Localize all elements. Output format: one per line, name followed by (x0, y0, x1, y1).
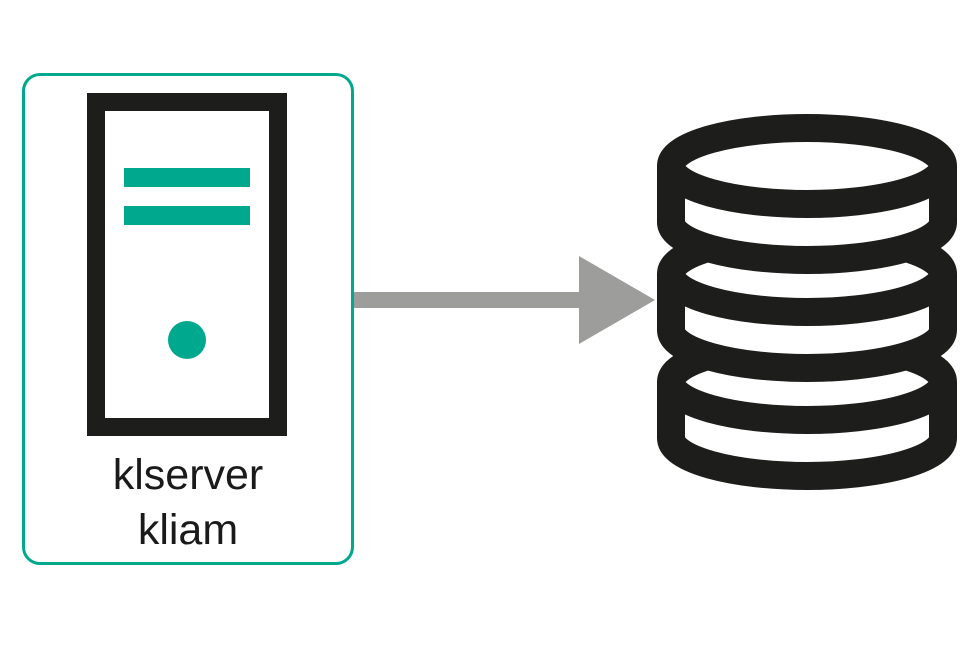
server-power-dot (168, 321, 206, 359)
arrow-shape (354, 256, 655, 344)
server-chassis (87, 93, 287, 436)
server-drive-bar-top (124, 168, 250, 187)
database-icon (657, 114, 957, 490)
server-tower-icon (87, 93, 287, 436)
node-label-line2: kliam (137, 506, 239, 554)
arrow-right-icon (354, 256, 655, 344)
server-node: klserver kliam (22, 73, 354, 565)
node-label-line1: klserver (112, 451, 264, 499)
node-label: klserver kliam (25, 448, 351, 558)
database-disk-top (657, 114, 957, 274)
server-drive-bar-bottom (124, 206, 250, 225)
